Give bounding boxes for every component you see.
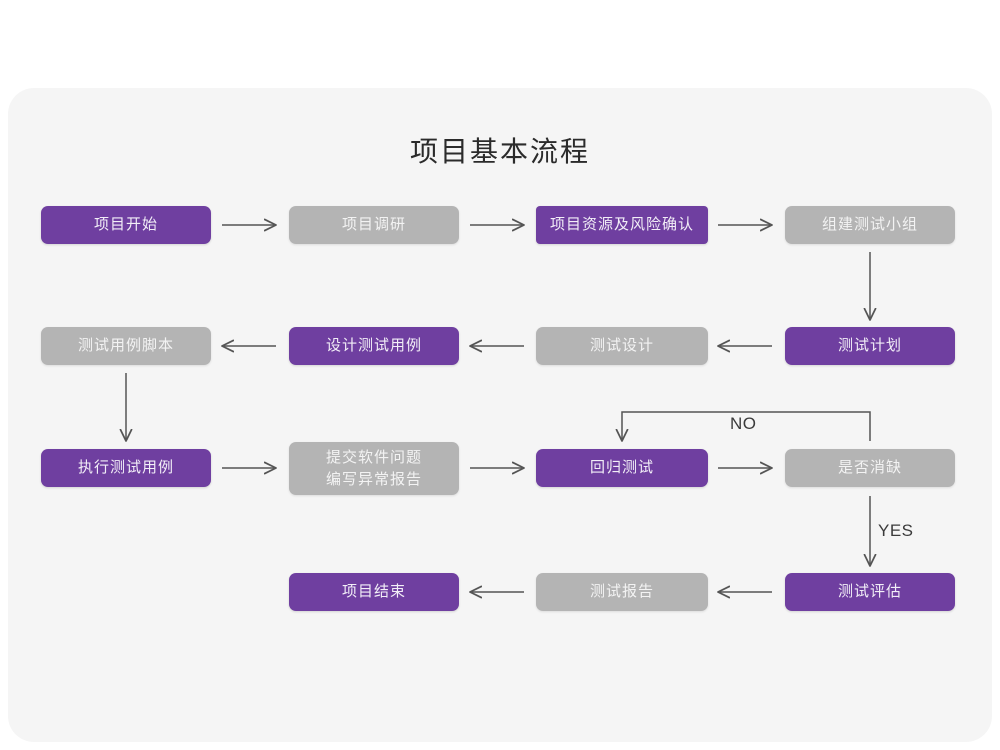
node-test-evaluation[interactable]: 测试评估 [785, 573, 955, 611]
node-project-start[interactable]: 项目开始 [41, 206, 211, 244]
node-defects-cleared[interactable]: 是否消缺 [785, 449, 955, 487]
node-project-research[interactable]: 项目调研 [289, 206, 459, 244]
node-test-report[interactable]: 测试报告 [536, 573, 708, 611]
edge-label-no: NO [730, 414, 757, 433]
node-test-design[interactable]: 测试设计 [536, 327, 708, 365]
flowchart-card [8, 88, 992, 742]
edge-label-yes: YES [878, 521, 914, 540]
node-test-plan[interactable]: 测试计划 [785, 327, 955, 365]
page-title: 项目基本流程 [409, 136, 590, 167]
node-test-case-script[interactable]: 测试用例脚本 [41, 327, 211, 365]
node-execute-test-cases[interactable]: 执行测试用例 [41, 449, 211, 487]
node-submit-defects-report[interactable]: 提交软件问题 编写异常报告 [289, 442, 459, 495]
node-regression-test[interactable]: 回归测试 [536, 449, 708, 487]
node-form-test-team[interactable]: 组建测试小组 [785, 206, 955, 244]
node-project-end[interactable]: 项目结束 [289, 573, 459, 611]
node-resource-risk-confirm[interactable]: 项目资源及风险确认 [536, 206, 708, 244]
node-design-test-cases[interactable]: 设计测试用例 [289, 327, 459, 365]
